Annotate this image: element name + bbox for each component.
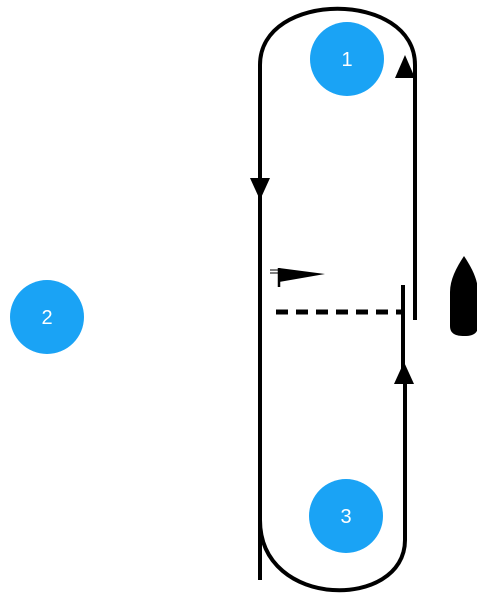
arrow-up-icon (394, 362, 414, 384)
course-bottom-loop (258, 375, 407, 593)
mark-1: 1 (310, 22, 384, 96)
mark-2: 2 (10, 280, 84, 354)
boat-icon (450, 256, 477, 336)
arrow-up-icon (395, 55, 415, 78)
flag-icon (270, 268, 325, 287)
mark-2-label: 2 (41, 307, 52, 329)
arrow-down-icon (250, 178, 270, 200)
mark-3-label: 3 (340, 506, 351, 528)
mark-1-label: 1 (341, 49, 352, 71)
course-top-loop (258, 6, 417, 580)
mark-3: 3 (309, 479, 383, 553)
